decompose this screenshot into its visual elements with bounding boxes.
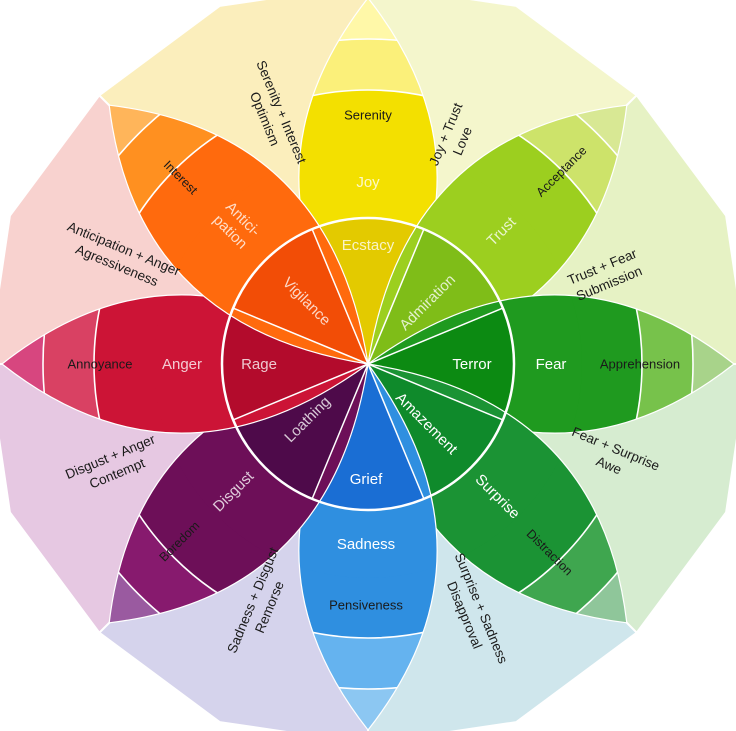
label-grief: Grief (350, 471, 383, 488)
label-rage: Rage (241, 356, 277, 373)
petal-sadness-boundary (298, 364, 438, 639)
label-serenity: Serenity (344, 107, 392, 122)
center-wedge-fear (368, 308, 515, 420)
label-apprehension: Apprehension (600, 356, 680, 371)
label-sadness: Sadness (337, 536, 395, 553)
center-divider (311, 363, 369, 500)
petal-disgust-band-basic-inner (154, 364, 368, 578)
label-anger: Anger (162, 356, 202, 373)
petal-surprise-band-basic-inner (368, 364, 582, 578)
petal-joy-boundary (298, 89, 438, 364)
center-divider (232, 307, 369, 365)
petal-fear-boundary (368, 294, 643, 434)
petal-sadness-boundary (298, 364, 438, 690)
center-wedge-surprise (368, 364, 503, 499)
label-ecstacy: Ecstacy (342, 237, 395, 254)
petal-joy-boundary (298, 38, 438, 364)
petal-trust-band-basic-inner (368, 150, 582, 364)
center-wedge-disgust (233, 364, 368, 499)
label-fear: Fear (536, 356, 567, 373)
label-joy: Joy (356, 174, 380, 191)
center-divider (311, 228, 369, 365)
center-wedge-anticipation (233, 229, 368, 364)
center-wedge-joy (312, 217, 424, 364)
petal-anger-boundary (42, 294, 368, 434)
center-divider (367, 228, 425, 365)
petal-fear-boundary (368, 294, 694, 434)
petal-anticipation-band-basic-inner (154, 150, 368, 364)
label-pensiveness: Pensiveness (329, 597, 403, 612)
petal-anticipation-outline (108, 104, 369, 365)
ring-lines (220, 216, 516, 512)
center-divider (232, 363, 369, 421)
center-divider (367, 363, 504, 421)
center-wedge-trust (368, 229, 503, 364)
center-divider (367, 363, 425, 500)
center-circle (220, 216, 516, 512)
center-divider (367, 307, 504, 365)
center-wedge-sadness (312, 364, 424, 511)
label-terror: Terror (452, 356, 491, 373)
center-wedge-anger (221, 308, 368, 420)
label-annoyance: Annoyance (67, 356, 132, 371)
petal-anger-boundary (93, 294, 368, 434)
